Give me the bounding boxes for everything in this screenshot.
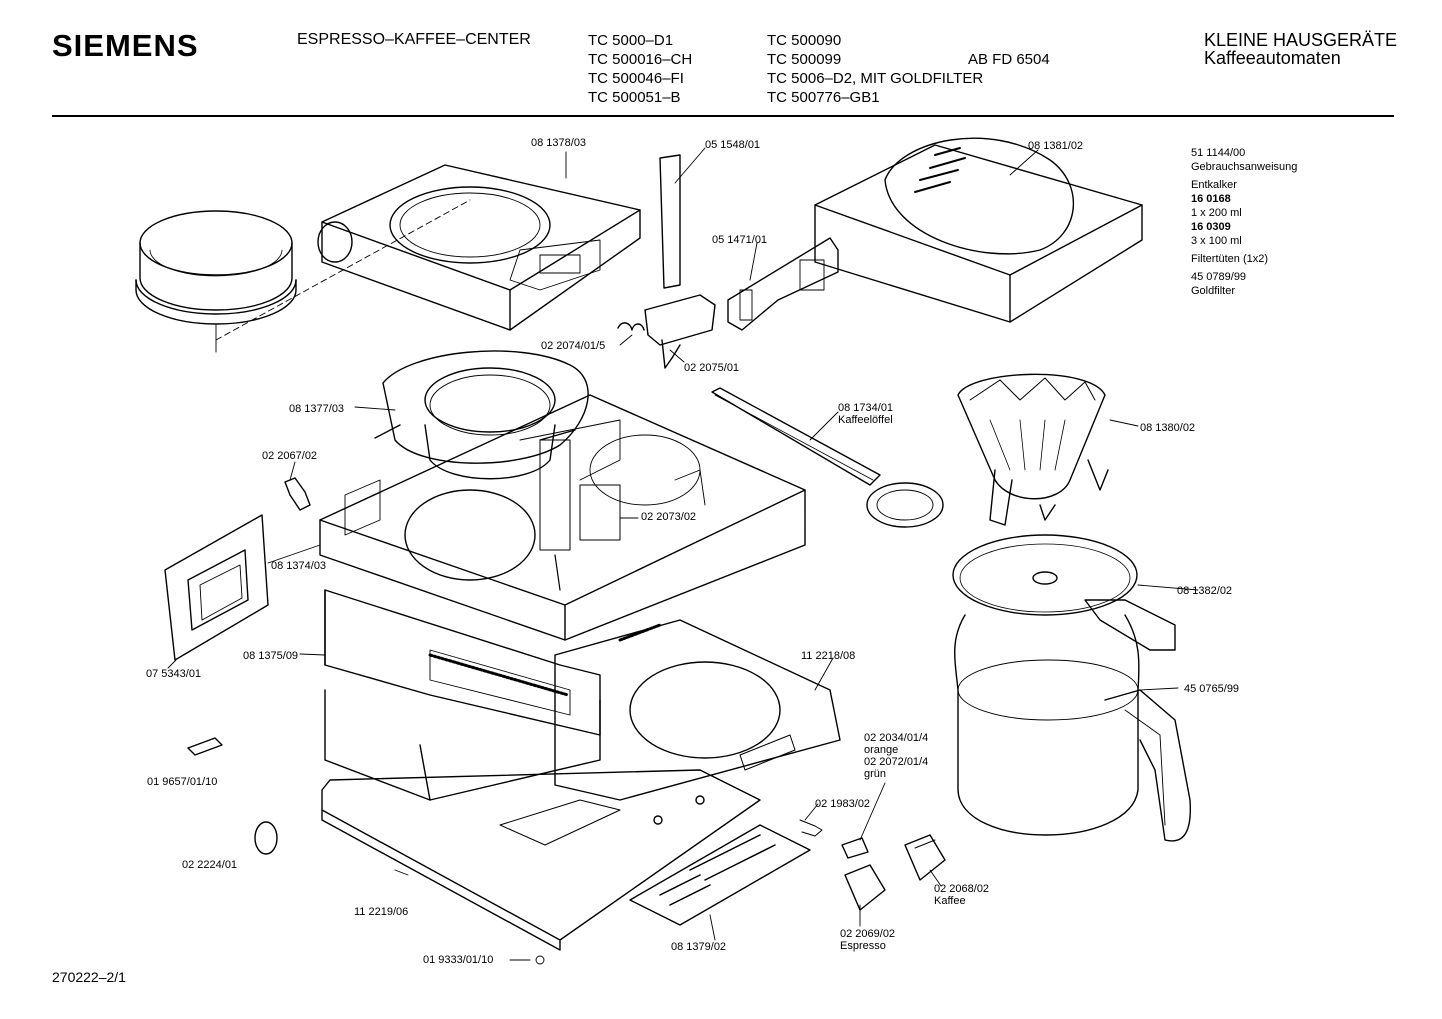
part-label: 08 1379/02 (671, 941, 727, 953)
indicator-lens-drawing (254, 821, 278, 855)
category: KLEINE HAUSGERÄTE (1204, 30, 1398, 50)
model-list-2: TC 500090 TC 500099 TC 5006–D2, MIT GOLD… (767, 31, 983, 107)
model-item: TC 5000–D1 (588, 32, 674, 49)
part-label: 01 9333/01/10 (423, 954, 494, 966)
rod-drawing (659, 154, 681, 289)
part-label: 08 1734/01 Kaffeelöffel (838, 402, 893, 426)
part-number: 02 2069/02 (840, 928, 896, 940)
part-number: 08 1734/01 (838, 402, 894, 414)
header-divider (52, 115, 1394, 117)
part-name: grün (864, 768, 887, 780)
bracket-drawing (727, 237, 839, 331)
part-label: 01 9657/01/10 (147, 776, 218, 788)
model-item: TC 500776–GB1 (767, 89, 880, 106)
clip-drawing (284, 477, 311, 511)
ab-number: AB FD 6504 (968, 51, 1050, 68)
filter-holder-drawing (374, 350, 589, 480)
coffee-spoon-drawing (711, 387, 944, 528)
drip-grille-drawing (629, 824, 811, 926)
part-number: 02 2072/01/4 (864, 756, 929, 768)
spring-button-drawing (617, 294, 716, 369)
part-label: 08 1375/09 (243, 650, 299, 662)
switch-coffee-drawing (904, 834, 946, 881)
part-label: 07 5343/01 (146, 668, 202, 680)
part-label: 08 1378/03 (531, 137, 587, 149)
glass-carafe-drawing (954, 614, 1192, 842)
model-item: TC 500090 (767, 32, 842, 49)
accessories-list: 51 1144/00 Gebrauchsanweisung Entkalker … (1191, 146, 1297, 298)
part-label: 08 1374/03 (271, 560, 327, 572)
accessory-number: 16 0168 (1191, 193, 1231, 205)
part-label: 02 1983/02 (815, 798, 871, 810)
carafe-lid-drawing (952, 534, 1176, 651)
base-housing-drawing (319, 394, 806, 641)
part-label: 02 2068/02 Kaffee (934, 883, 989, 907)
model-list-1: TC 5000–D1 TC 500016–CH TC 500046–FI TC … (588, 31, 692, 107)
part-label: 02 2224/01 (182, 859, 238, 871)
part-label: 02 2075/01 (684, 362, 740, 374)
small-connector-drawing (187, 737, 223, 756)
part-label: 08 1380/02 (1140, 422, 1196, 434)
model-item: TC 500051–B (588, 89, 681, 106)
part-label: 11 2218/08 (801, 650, 856, 662)
accessory-name: Filtertüten (1x2) (1191, 253, 1269, 265)
transparent-cover-drawing (135, 199, 471, 353)
part-label: 02 2034/01/4 orange 02 2072/01/4 grün (864, 732, 928, 780)
drip-tray-drawing (324, 619, 841, 801)
product-name: ESPRESSO–KAFFEE–CENTER (297, 31, 531, 48)
part-label: 02 2069/02 Espresso (840, 928, 895, 952)
accessory-name: Entkalker (1191, 179, 1237, 191)
part-label: 02 2067/02 (262, 450, 318, 462)
part-label: 08 1382/02 (1177, 585, 1233, 597)
accessory-number: 16 0309 (1191, 221, 1231, 233)
accessory-qty: 1 x 200 ml (1191, 207, 1242, 219)
part-label: 02 2074/01/5 (541, 340, 606, 352)
accessory-number: 45 0789/99 (1191, 271, 1247, 283)
top-cover-right-drawing (814, 137, 1143, 323)
lamp-drawing (799, 819, 869, 859)
model-item: TC 500046–FI (588, 70, 684, 87)
accessory-number: 51 1144/00 (1191, 147, 1246, 159)
model-item: TC 500016–CH (588, 51, 693, 68)
accessory-qty: 3 x 100 ml (1191, 235, 1242, 247)
top-cover-left-drawing (317, 164, 641, 331)
part-name: Espresso (840, 940, 886, 952)
part-label: 11 2219/06 (354, 906, 409, 918)
accessory-name: Goldfilter (1191, 285, 1236, 297)
accessory-name: Gebrauchsanweisung (1191, 161, 1298, 173)
part-label: 08 1381/02 (1028, 140, 1084, 152)
part-name: orange (864, 744, 899, 756)
model-item: TC 5006–D2, MIT GOLDFILTER (767, 70, 984, 87)
part-number: 02 2034/01/4 (864, 732, 929, 744)
part-name: Kaffee (934, 895, 966, 907)
middle-housing-drawing (324, 589, 662, 736)
part-label: 05 1471/01 (712, 234, 768, 246)
part-number: 02 2068/02 (934, 883, 990, 895)
subcategory: Kaffeeautomaten (1204, 48, 1341, 68)
category-block: KLEINE HAUSGERÄTE Kaffeeautomaten (1204, 31, 1397, 67)
part-label: 02 2073/02 (641, 511, 697, 523)
brand-logo: SIEMENS (52, 28, 199, 63)
holder-plate-drawing (164, 514, 269, 661)
filter-cone-drawing (957, 373, 1109, 526)
bottom-base-drawing (321, 769, 761, 951)
part-name: Kaffeelöffel (838, 414, 893, 426)
part-label: 08 1377/03 (289, 403, 345, 415)
part-label: 45 0765/99 (1184, 683, 1240, 695)
model-item: TC 500099 (767, 51, 842, 68)
part-label: 05 1548/01 (705, 139, 761, 151)
sheet-number: 270222–2/1 (52, 969, 126, 985)
switch-espresso-drawing (844, 864, 886, 911)
leader-lines (167, 147, 1199, 965)
